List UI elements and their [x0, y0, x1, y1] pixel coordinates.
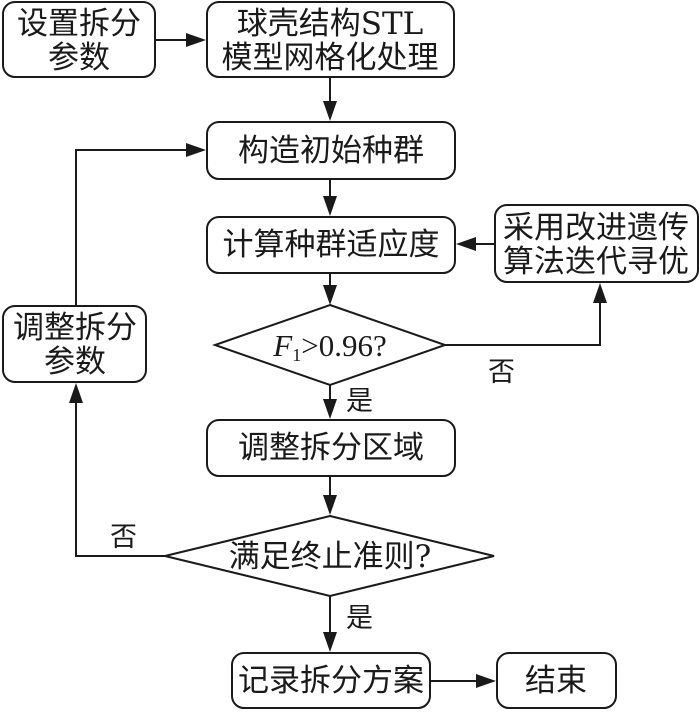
node-label-line: 结束: [525, 663, 587, 699]
edge-adjust-params-to-init-pop: [75, 149, 188, 306]
process-box: [494, 204, 699, 283]
arrowhead: [69, 383, 83, 403]
edge-label-stop-yes: 是: [346, 603, 373, 634]
node-fitness: 计算种群适应度: [206, 216, 456, 274]
arrowhead: [323, 101, 337, 121]
edge-label-f1-yes: 是: [346, 386, 373, 417]
node-label-line: 调整拆分: [13, 310, 137, 346]
node-label-line: 参数: [44, 344, 106, 380]
arrowhead: [593, 283, 607, 303]
node-label-line: 模型网格化处理: [222, 40, 439, 76]
subscript: 1: [292, 345, 301, 365]
node-label-line: 设置拆分: [17, 6, 141, 42]
node-init-pop: 构造初始种群: [206, 121, 456, 180]
node-mesh: 球壳结构STL 模型网格化处理: [206, 1, 455, 78]
node-adjust-params: 调整拆分 参数: [2, 305, 147, 383]
arrowhead: [186, 33, 206, 47]
node-end: 结束: [496, 652, 617, 709]
decision-diamond: [211, 303, 449, 387]
node-decision-stop: 满足终止准则?: [164, 514, 495, 598]
node-label-line: 构造初始种群: [238, 133, 424, 169]
edge-stop-no-to-adjust-params: [75, 402, 165, 557]
arrowhead: [456, 237, 476, 251]
node-decision-f1: F1>0.96?: [211, 303, 449, 387]
arrowhead: [323, 285, 337, 305]
node-ga: 采用改进遗传 算法迭代寻优: [494, 204, 699, 283]
process-box: [2, 305, 147, 383]
node-adjust-region: 调整拆分区域: [206, 419, 456, 477]
process-box: [2, 1, 156, 78]
edge-label-f1-no: 否: [488, 357, 515, 388]
decision-label: F1>0.96?: [272, 328, 386, 365]
node-label-line: 计算种群适应度: [223, 227, 440, 263]
decision-label: 满足终止准则?: [229, 539, 432, 575]
arrowhead: [476, 674, 496, 688]
node-label-line: 算法迭代寻优: [503, 244, 689, 280]
node-label-line: 球壳结构STL: [237, 6, 424, 42]
decision-diamond: [164, 514, 495, 598]
edge-label-stop-no: 否: [110, 522, 137, 553]
variable-f: F: [272, 328, 293, 363]
arrowhead: [186, 143, 206, 157]
process-box: [206, 121, 456, 180]
connectors: [69, 33, 607, 688]
node-label-line: 参数: [48, 40, 110, 76]
node-label-line: 调整拆分区域: [238, 430, 424, 466]
node-label-line: 记录拆分方案: [238, 663, 424, 699]
process-box: [206, 1, 455, 78]
condition-text: >0.96?: [301, 328, 387, 363]
arrowhead: [323, 495, 337, 515]
node-label-line: 采用改进遗传: [503, 210, 689, 246]
arrowhead: [323, 632, 337, 652]
arrowhead: [323, 399, 337, 419]
process-box: [231, 652, 431, 709]
terminal-box: [496, 652, 617, 709]
edge-f1-no-to-ga: [445, 300, 601, 346]
node-set-params: 设置拆分 参数: [2, 1, 156, 78]
arrowhead: [323, 196, 337, 216]
process-box: [206, 419, 456, 477]
node-record: 记录拆分方案: [231, 652, 431, 709]
process-box: [206, 216, 456, 274]
